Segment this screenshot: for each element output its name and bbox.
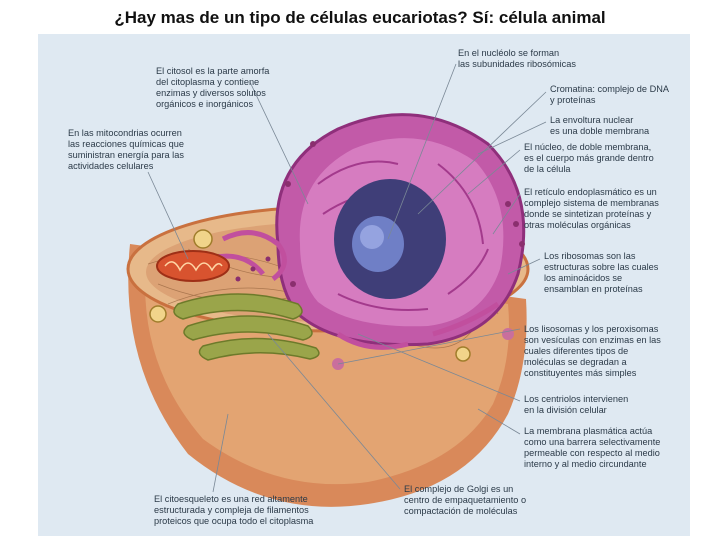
page-title: ¿Hay mas de un tipo de células eucariota…	[114, 8, 606, 27]
mitochondrion	[156, 250, 230, 282]
vesicles	[149, 229, 514, 370]
cell-illustration	[126, 63, 547, 507]
leader-lines	[147, 63, 547, 493]
ribosomes	[235, 141, 525, 287]
label-nucleus: El núcleo, de doble membrana,es el cuerp…	[524, 142, 654, 174]
golgi-apparatus	[173, 293, 320, 361]
